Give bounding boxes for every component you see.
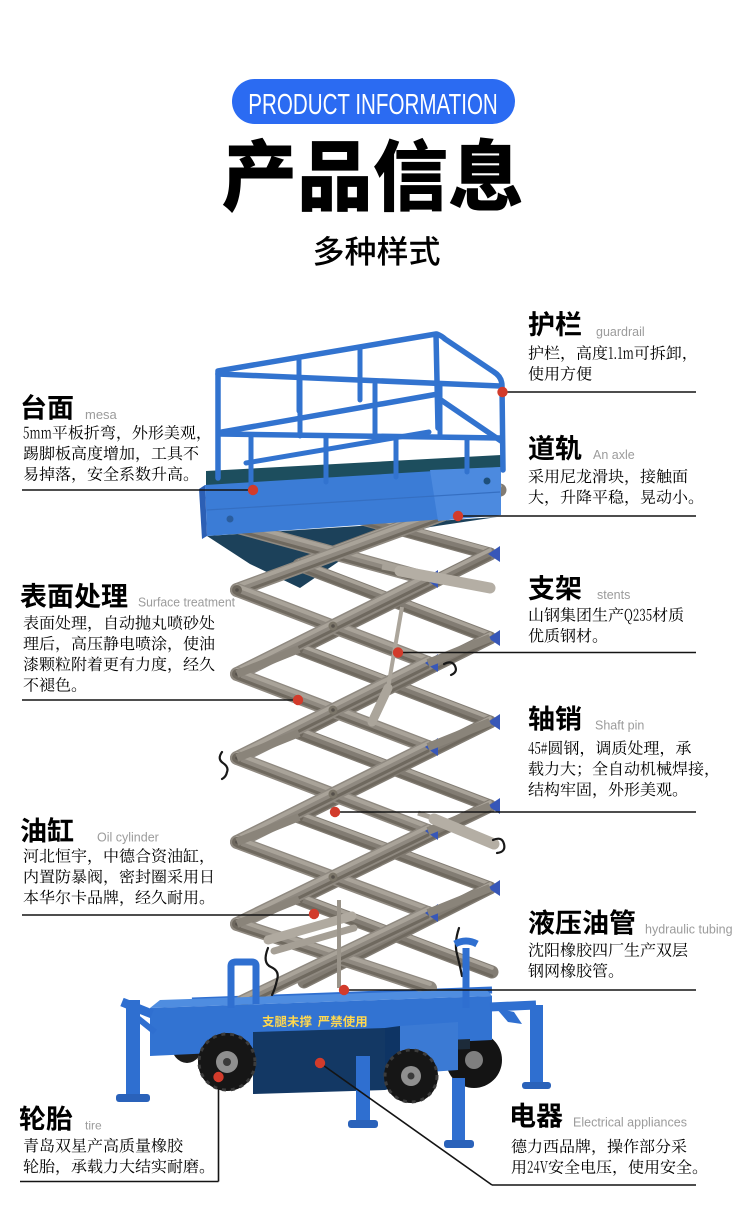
svg-text:hydraulic tubing: hydraulic tubing [645, 923, 733, 937]
svg-text:guardrail: guardrail [596, 325, 645, 339]
svg-text:Surface treatment: Surface treatment [138, 596, 236, 610]
svg-text:Oil cylinder: Oil cylinder [97, 831, 159, 845]
svg-text:Electrical appliances: Electrical appliances [573, 1116, 687, 1130]
svg-text:mesa: mesa [85, 407, 118, 422]
svg-text:An axle: An axle [593, 448, 635, 462]
svg-text:PRODUCT INFORMATION: PRODUCT INFORMATION [248, 89, 497, 121]
svg-text:stents: stents [597, 588, 630, 602]
svg-text:Shaft pin: Shaft pin [595, 719, 644, 733]
svg-text:tire: tire [85, 1119, 102, 1133]
